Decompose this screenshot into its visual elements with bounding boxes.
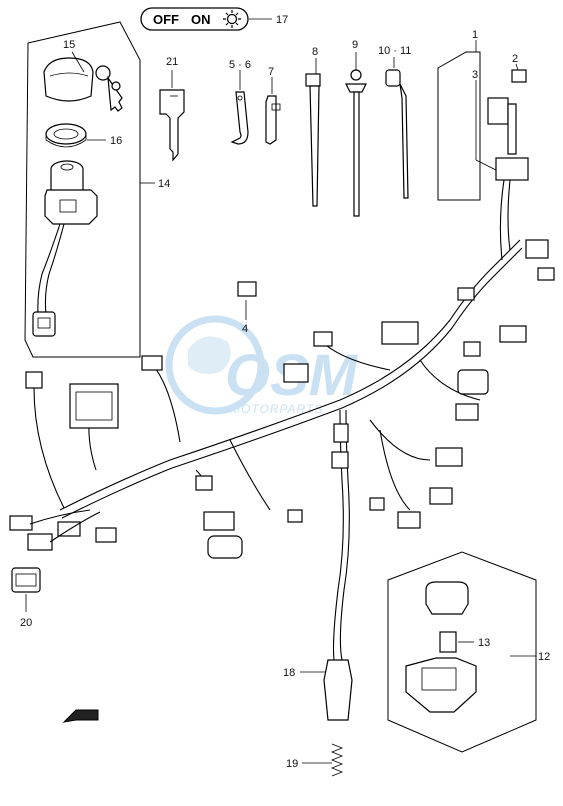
callout-14: 14 [158, 178, 170, 190]
callout-18: 18 [283, 667, 295, 679]
watermark-sub: MOTORPARTS [230, 402, 323, 416]
callout-21: 21 [166, 56, 178, 68]
callout-8: 8 [312, 46, 318, 58]
starter-relay-group [387, 551, 537, 753]
callout-labels: 1 2 3 4 5 · 6 7 8 9 10 · 11 12 13 14 15 … [20, 14, 550, 770]
on-label: ON [191, 12, 211, 27]
forward-arrow-icon [62, 709, 99, 723]
ignition-switch-group [24, 21, 141, 358]
off-label: OFF [153, 12, 179, 27]
cable-tie [305, 73, 321, 207]
coupler [237, 281, 257, 297]
callout-17: 17 [276, 14, 288, 26]
main-wiring-harness [9, 239, 555, 777]
clamp-small [265, 95, 281, 145]
callout-7: 7 [268, 66, 274, 78]
off-on-label-plate: OFF ON [140, 7, 272, 31]
callout-13: 13 [478, 637, 490, 649]
clip-tie [345, 69, 367, 217]
callout-9: 9 [352, 39, 358, 51]
callout-2: 2 [512, 53, 518, 65]
callout-19: 19 [286, 758, 298, 770]
relay-20 [11, 567, 41, 593]
callout-4: 4 [242, 323, 248, 335]
callout-16: 16 [110, 135, 122, 147]
fuse-holder [437, 51, 529, 261]
callout-1: 1 [472, 29, 478, 41]
light-icon [223, 10, 241, 28]
callout-10-11: 10 · 11 [378, 45, 411, 57]
band-clamp [385, 69, 409, 199]
key [159, 89, 185, 162]
clamp [230, 91, 249, 145]
callout-3: 3 [472, 69, 478, 81]
callout-5-6: 5 · 6 [229, 59, 251, 71]
callout-12: 12 [538, 651, 550, 663]
callout-15: 15 [63, 39, 75, 51]
callout-20: 20 [20, 617, 32, 629]
